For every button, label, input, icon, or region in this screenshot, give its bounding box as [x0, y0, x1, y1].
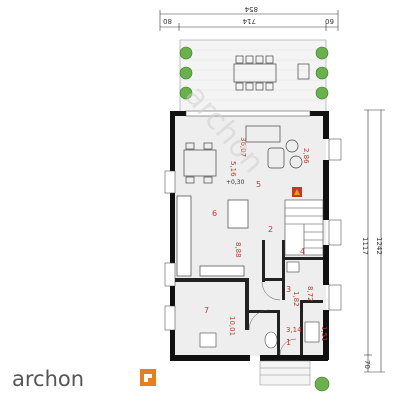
dim-terrace-mid: 714	[242, 17, 256, 25]
dim-side-bottom: 70	[363, 360, 371, 369]
room-6-area: 5,16	[229, 161, 237, 177]
plant-icons	[179, 46, 330, 392]
room-5-area: 36,07	[239, 137, 247, 157]
entrance-steps	[259, 360, 311, 386]
room-2-area: 8,88	[234, 242, 242, 258]
dim-total-width: 854	[244, 5, 258, 13]
dining-table	[183, 142, 217, 184]
stove-area: 2,86	[302, 148, 310, 164]
terrace-dining-set	[233, 55, 310, 91]
room-6-number: 6	[212, 209, 217, 218]
dim-side-main: 1117	[361, 237, 369, 255]
room-7-number: 7	[204, 306, 209, 315]
room-1-number: 1	[286, 338, 291, 347]
terrace-decking	[180, 49, 326, 101]
dim-side-total: 1242	[375, 237, 383, 255]
room-1-area: 3,14	[286, 326, 302, 334]
misc-area: +0,30	[226, 179, 245, 186]
bathroom-fixtures	[199, 261, 320, 349]
room-5-number: 5	[256, 180, 261, 189]
brand-name: archon	[12, 367, 84, 391]
dim-terrace-right: 60	[325, 17, 334, 25]
room-3-number: 3	[286, 285, 291, 294]
interior-walls	[175, 240, 323, 355]
brand-logo-mark-notch	[148, 378, 156, 386]
exterior-walls	[170, 111, 329, 361]
living-furniture	[245, 125, 303, 169]
dim-terrace-left: 80	[163, 17, 172, 25]
hall-area: 1,51	[320, 326, 328, 342]
kitchen-counters	[176, 195, 249, 277]
door-swings	[248, 281, 297, 356]
room-2-number: 2	[268, 225, 273, 234]
room-4-number: 4	[300, 247, 305, 256]
right-dimension-lines	[364, 109, 385, 373]
stove-icon	[292, 187, 302, 197]
top-dimension-lines	[159, 10, 339, 31]
room-3-area: 1,82	[292, 291, 300, 307]
room-4-area: 8,72	[306, 286, 314, 302]
windows	[164, 110, 342, 331]
stairs	[284, 199, 324, 256]
room-7-area: 10,01	[228, 316, 236, 336]
